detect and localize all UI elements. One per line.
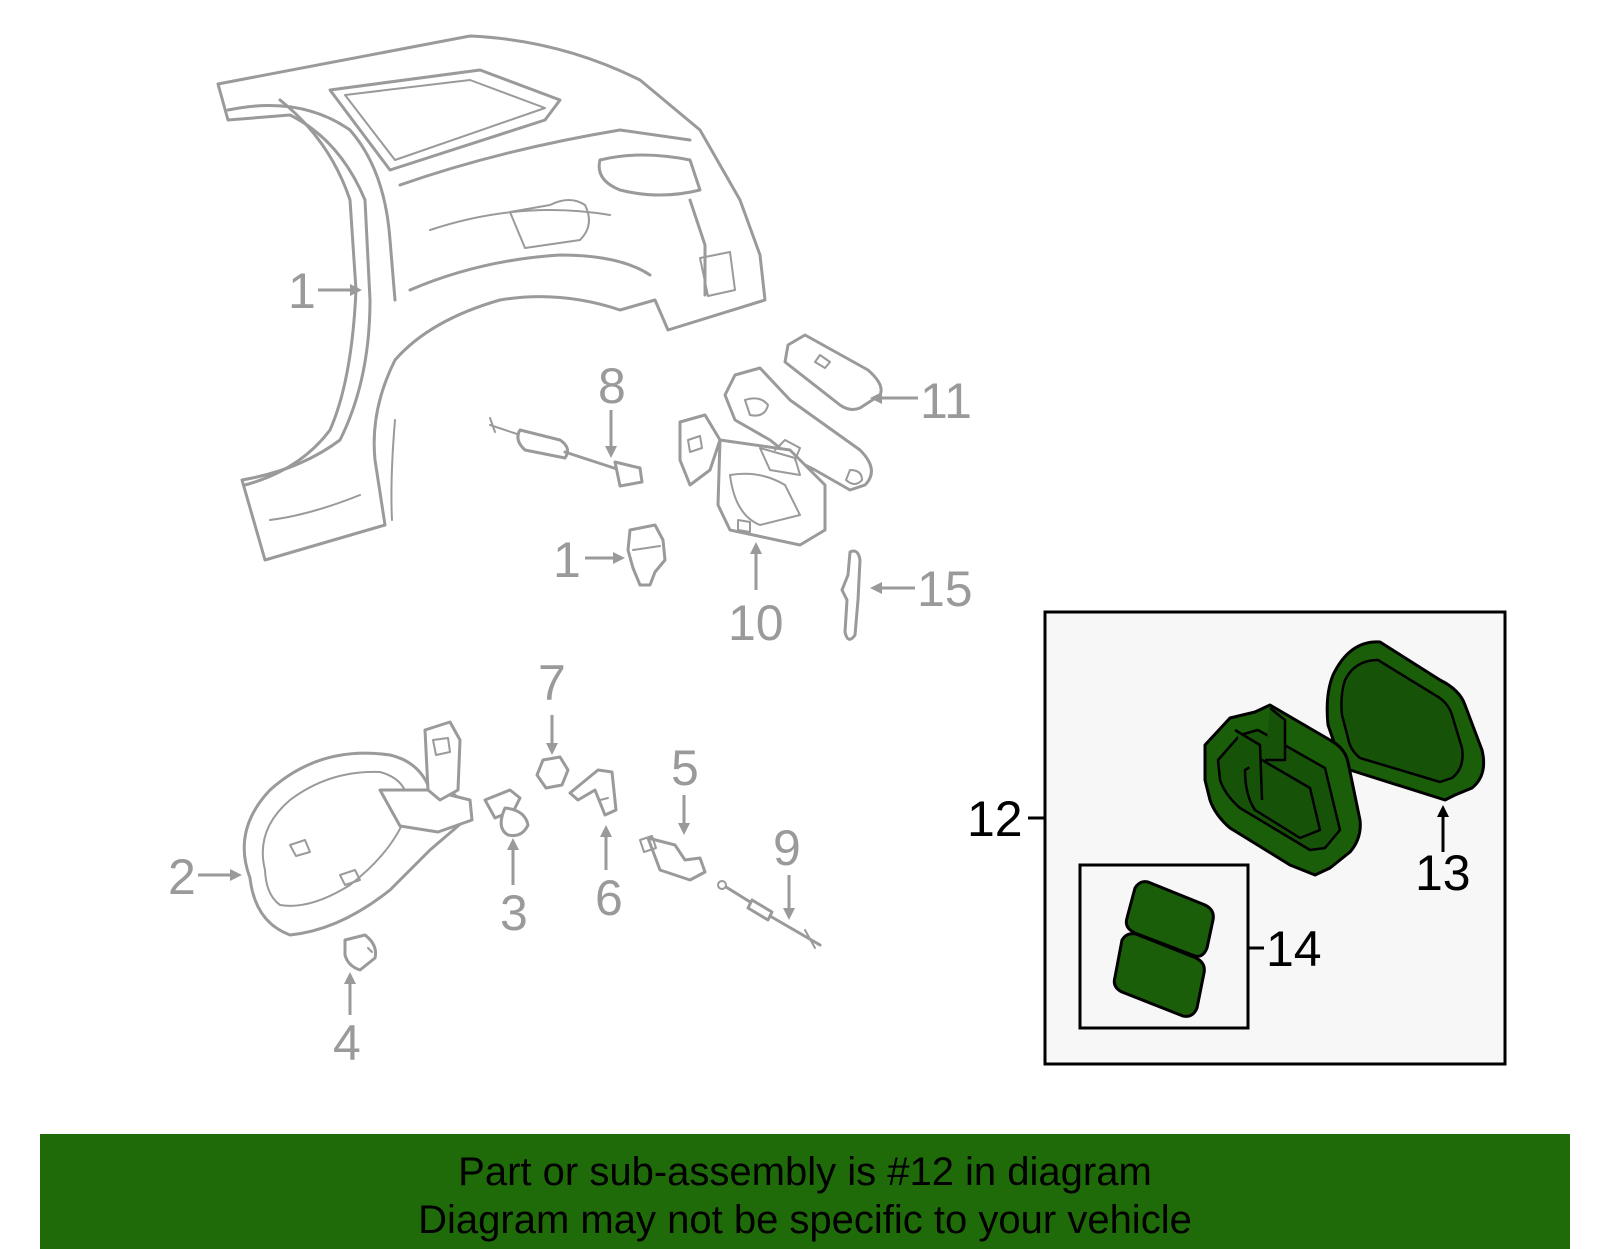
callout-8: 8 <box>598 358 626 414</box>
arrowhead-8 <box>605 446 617 458</box>
clip-part-1 <box>626 523 667 587</box>
banner-line-2: Diagram may not be specific to your vehi… <box>418 1198 1192 1242</box>
info-banner: Part or sub-assembly is #12 in diagram D… <box>40 1134 1570 1249</box>
pads-part-14 <box>1112 880 1215 1018</box>
housing-part-12 <box>1203 703 1362 877</box>
actuator-part-8 <box>489 417 644 488</box>
banner-line-1: Part or sub-assembly is #12 in diagram <box>458 1150 1152 1194</box>
cover-part-13 <box>1325 640 1486 802</box>
arrowhead-2 <box>230 869 242 881</box>
arrowhead-4 <box>344 972 356 984</box>
cable-part-9 <box>717 880 822 949</box>
clip-part-6 <box>568 768 618 817</box>
callout-9: 9 <box>773 820 801 876</box>
arrowhead-7 <box>546 743 558 755</box>
arrowhead-13 <box>1437 805 1449 817</box>
callout-1a: 1 <box>288 263 316 319</box>
callout-11: 11 <box>920 373 972 429</box>
callout-4: 4 <box>333 1015 361 1071</box>
callout-12: 12 <box>967 791 1023 847</box>
callout-5: 5 <box>671 740 699 796</box>
housing-part-10 <box>678 366 873 547</box>
callout-6: 6 <box>595 870 623 926</box>
arrowhead-11 <box>870 392 882 404</box>
bolt-part-3 <box>483 788 530 837</box>
arrowhead-15 <box>870 582 882 594</box>
nut-part-7 <box>535 755 570 790</box>
callout-7: 7 <box>538 655 566 711</box>
arrowhead-1a <box>350 284 362 296</box>
arrowhead-10 <box>750 542 762 554</box>
callout-10: 10 <box>728 595 784 651</box>
callout-14: 14 <box>1266 921 1322 977</box>
bumper-part-4 <box>343 933 377 972</box>
actuator-part-5 <box>639 835 707 882</box>
callout-1b: 1 <box>553 532 581 588</box>
callout-15: 15 <box>917 561 973 617</box>
bracket-part-11 <box>783 333 883 411</box>
arrowhead-6 <box>600 825 612 837</box>
arrowhead-5 <box>678 823 690 835</box>
quarter-panel-part-1 <box>216 34 767 562</box>
callout-3: 3 <box>500 885 528 941</box>
callout-13: 13 <box>1415 845 1471 901</box>
arrowhead-9 <box>783 908 795 920</box>
seal-part-15 <box>840 549 862 641</box>
arrowhead-3 <box>507 838 519 850</box>
arrowhead-1b <box>613 552 625 564</box>
callout-2: 2 <box>168 849 196 905</box>
fuel-door-part-2 <box>242 720 474 937</box>
